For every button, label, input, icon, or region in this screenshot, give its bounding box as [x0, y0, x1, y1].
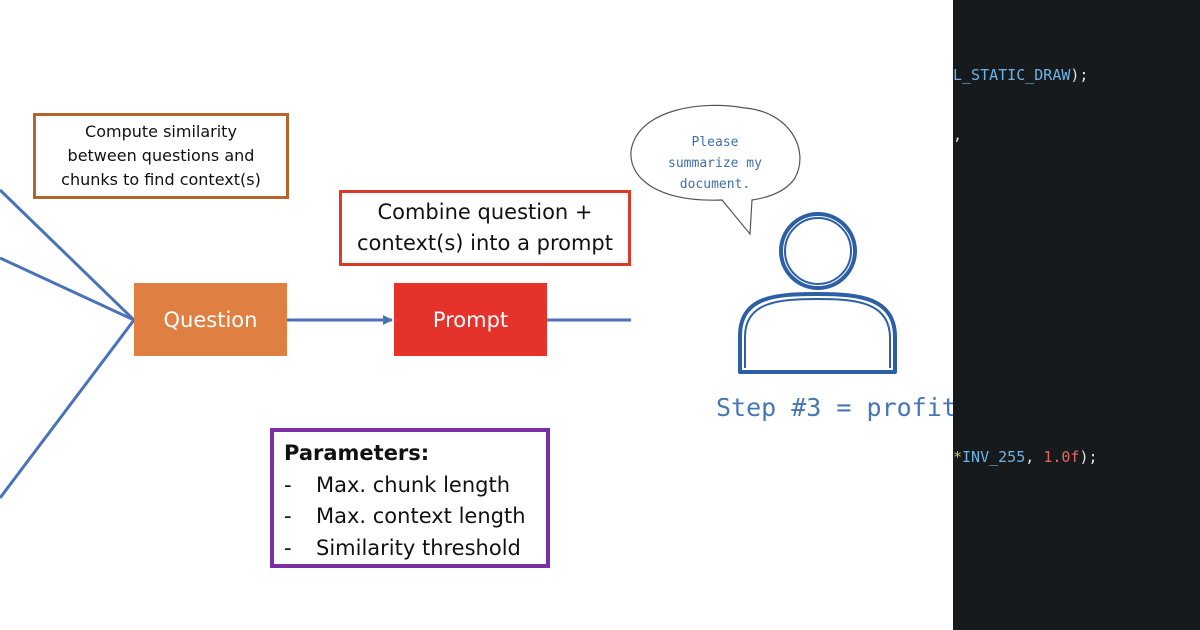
speech-line: document. — [679, 177, 751, 192]
similarity-line: chunks to find context(s) — [61, 170, 261, 189]
user-silhouette-icon — [738, 212, 897, 374]
speech-line: Please — [691, 135, 739, 150]
code-token: 1.0f — [1043, 448, 1080, 466]
speech-bubble-text: Please summarize my document. — [640, 132, 790, 195]
speech-line: summarize my — [668, 156, 762, 171]
similarity-step-box: Compute similarity between questions and… — [33, 113, 289, 199]
parameter-label: Max. context length — [316, 504, 526, 528]
similarity-line: between questions and — [67, 146, 255, 165]
code-token: INV_255 — [962, 448, 1026, 466]
code-line: *INV_255, 1.0f); — [953, 448, 1098, 466]
question-node: Question — [134, 283, 287, 356]
code-token: L_STATIC_DRAW — [953, 66, 1071, 84]
code-panel: L_STATIC_DRAW); , *INV_255, 1.0f); — [953, 0, 1200, 630]
code-token: , — [953, 126, 963, 144]
code-token: * — [953, 448, 963, 466]
similarity-line: Compute similarity — [85, 122, 237, 141]
code-token: ); — [1079, 448, 1098, 466]
parameter-item: - Max. context length — [284, 501, 536, 533]
combine-step-text: Combine question + context(s) into a pro… — [357, 197, 613, 259]
input-connector-1 — [0, 188, 136, 322]
parameter-bullet: - — [284, 472, 292, 497]
prompt-node: Prompt — [394, 283, 547, 356]
combine-line: Combine question + — [377, 200, 593, 224]
parameter-item: - Max. chunk length — [284, 470, 536, 502]
parameters-box: Parameters: - Max. chunk length - Max. c… — [270, 428, 550, 568]
code-token: ); — [1070, 66, 1089, 84]
parameter-item: - Similarity threshold — [284, 533, 536, 565]
parameter-label: Max. chunk length — [316, 472, 511, 497]
input-connector-3 — [0, 319, 136, 499]
speech-bubble — [630, 104, 801, 236]
parameters-title: Parameters: — [284, 441, 430, 465]
combine-step-box: Combine question + context(s) into a pro… — [339, 190, 631, 266]
code-line: L_STATIC_DRAW); — [953, 66, 1088, 84]
step-label: Step #3 = profit — [716, 393, 957, 422]
parameter-label: Similarity threshold — [316, 535, 521, 560]
code-token: , — [1025, 448, 1044, 466]
prompt-label: Prompt — [432, 307, 509, 332]
input-connector-2 — [0, 256, 135, 322]
parameter-bullet: - — [284, 504, 292, 528]
parameter-bullet: - — [284, 535, 292, 560]
question-label: Question — [163, 307, 258, 332]
similarity-step-text: Compute similarity between questions and… — [61, 120, 261, 192]
combine-line: context(s) into a prompt — [357, 231, 613, 255]
code-line: , — [953, 126, 962, 144]
